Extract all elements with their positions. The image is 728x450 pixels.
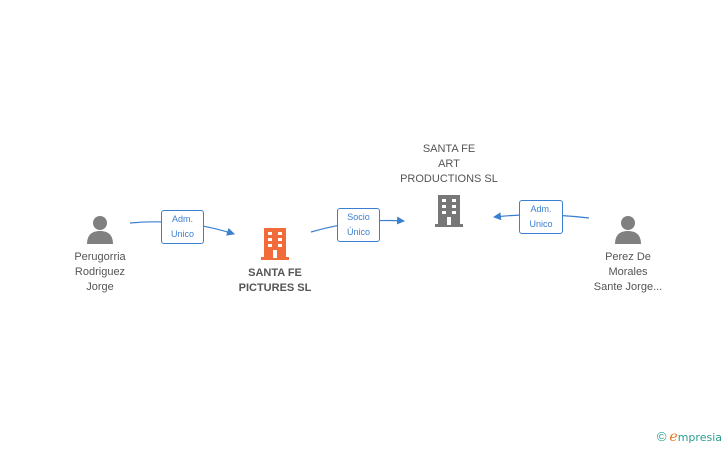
node-company-santa-fe-pictures[interactable]: SANTA FE PICTURES SL xyxy=(220,226,330,296)
brand-watermark: ©empresia xyxy=(657,429,722,445)
brand-name-rest: mpresia xyxy=(677,431,722,444)
copyright-icon: © xyxy=(656,429,667,444)
person-icon xyxy=(87,216,113,244)
node-person-perez-de-morales[interactable]: Perez De Morales Sante Jorge... xyxy=(576,214,680,295)
edge-label-left-to-main[interactable]: Adm. Unico xyxy=(161,210,204,244)
edge-label-main-to-art[interactable]: Socio Único xyxy=(337,208,380,242)
building-icon xyxy=(435,195,463,227)
brand-name-first: e xyxy=(669,429,678,445)
node-label: SANTA FE ART PRODUCTIONS SL xyxy=(400,143,498,185)
building-icon xyxy=(261,228,289,260)
node-label: SANTA FE PICTURES SL xyxy=(238,267,312,294)
node-label: Perez De Morales Sante Jorge... xyxy=(593,251,663,293)
node-company-santa-fe-art-productions[interactable]: SANTA FE ART PRODUCTIONS SL xyxy=(393,142,505,227)
edge-label-right-to-art[interactable]: Adm. Unico xyxy=(519,200,563,234)
person-icon xyxy=(615,216,641,244)
node-label: Perugorria Rodriguez Jorge xyxy=(74,251,126,293)
node-person-perugorria[interactable]: Perugorria Rodriguez Jorge xyxy=(50,214,150,295)
